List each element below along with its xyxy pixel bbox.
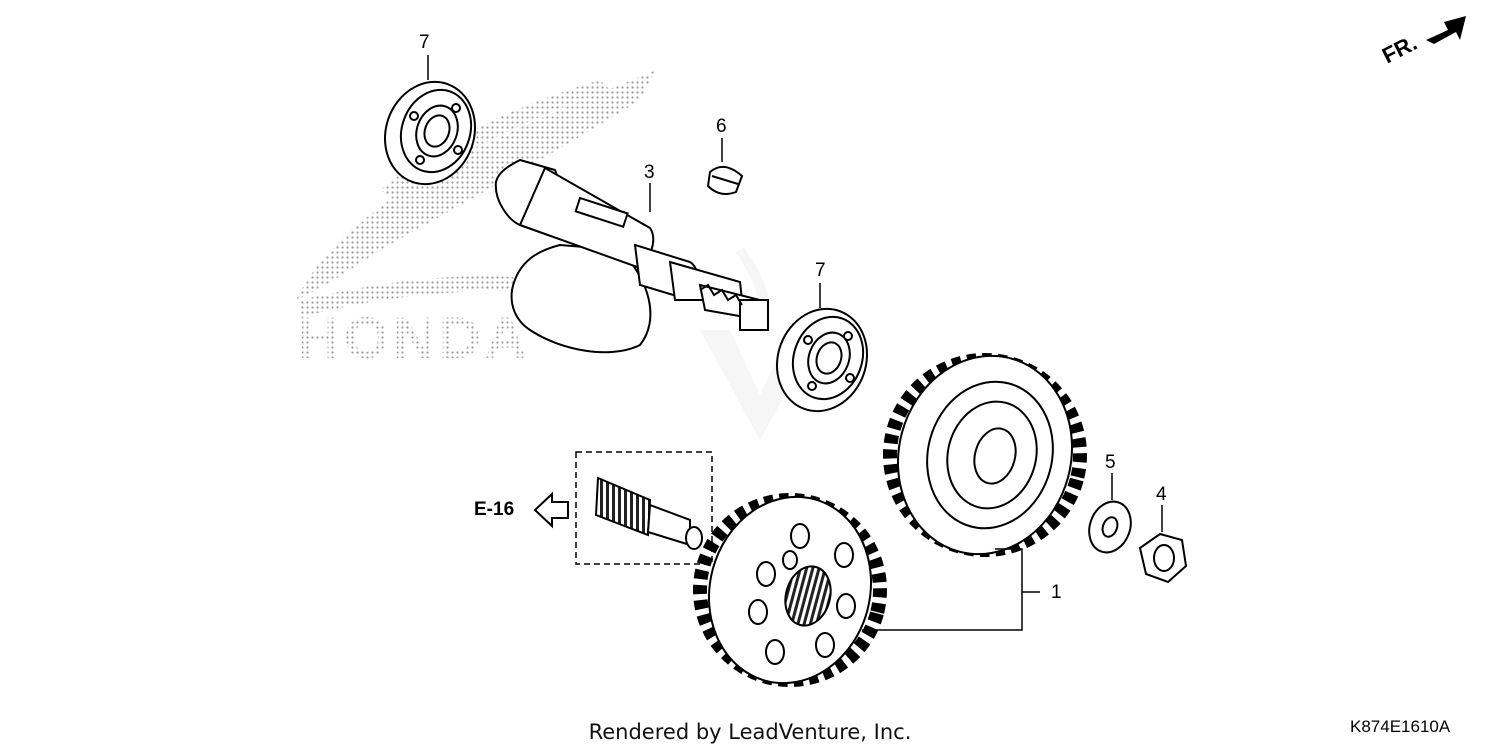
driven-gear[interactable] [869, 336, 1102, 574]
reference-label[interactable]: E-16 [474, 499, 515, 520]
honda-watermark-text: HONDA [298, 306, 531, 371]
woodruff-key[interactable] [706, 165, 744, 195]
callout-gear-set[interactable]: 1 [1051, 582, 1062, 603]
diagram-code: K874E1610A [1350, 717, 1451, 736]
balancer-shaft[interactable] [494, 158, 769, 354]
callout-bearing-mid[interactable]: 7 [815, 260, 826, 281]
callout-washer[interactable]: 5 [1105, 452, 1116, 473]
callout-nut[interactable]: 4 [1156, 484, 1167, 505]
front-direction-arrow-icon [1426, 16, 1466, 44]
reference-shaft-box [575, 451, 713, 565]
rendered-by-footer: Rendered by LeadVenture, Inc. [588, 720, 912, 744]
washer[interactable] [1082, 496, 1137, 559]
bearing-mid[interactable] [763, 296, 881, 424]
callout-balancer-shaft[interactable]: 3 [644, 162, 655, 183]
callout-key[interactable]: 6 [716, 116, 727, 137]
callout-bearing-top[interactable]: 7 [419, 32, 430, 53]
bearing-top[interactable] [371, 69, 489, 197]
reference-arrow-icon[interactable] [533, 491, 569, 529]
lock-nut[interactable] [1138, 532, 1188, 584]
leader-gear-set [862, 548, 1040, 631]
drive-gear[interactable] [680, 478, 900, 701]
